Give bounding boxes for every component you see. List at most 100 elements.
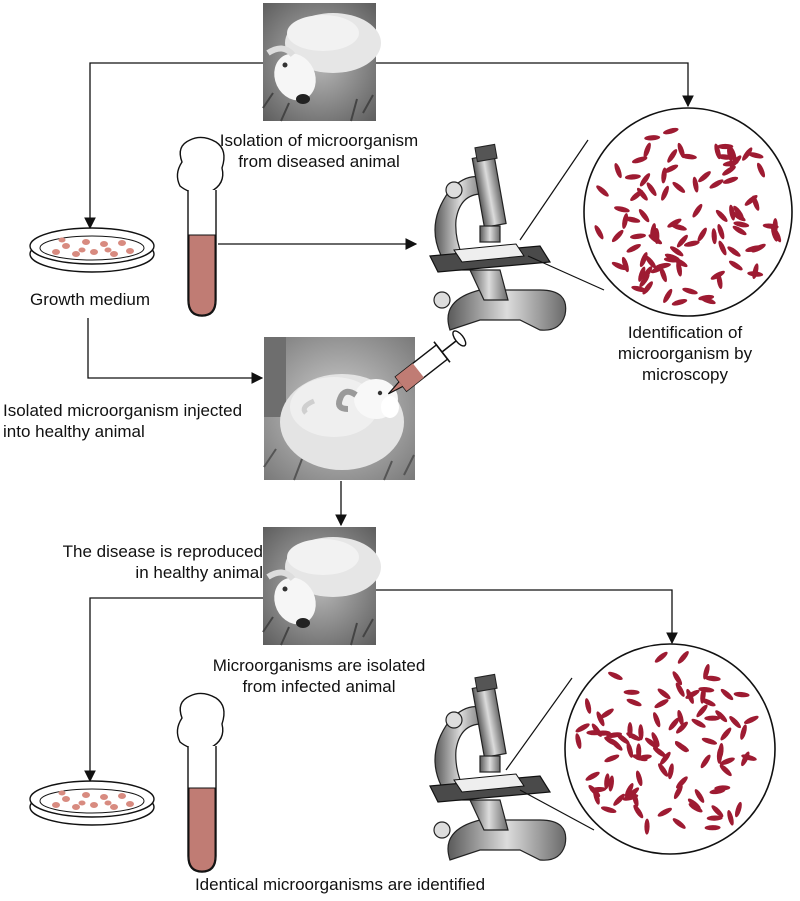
bacterium — [633, 804, 644, 819]
bacterium — [727, 246, 741, 257]
bacterium — [639, 273, 650, 288]
bacterium — [671, 298, 688, 306]
bacterium — [674, 740, 688, 753]
bacterium — [586, 730, 603, 736]
bacterium — [704, 675, 721, 682]
bacterium — [715, 710, 728, 723]
bacterium — [727, 810, 734, 826]
test-tube-bottom — [176, 692, 225, 873]
bacterium — [701, 737, 718, 745]
bacterium — [636, 187, 648, 201]
bacterium — [652, 746, 667, 758]
bacterium — [676, 234, 688, 248]
bacterium — [732, 225, 747, 236]
bacterium — [610, 738, 623, 751]
petri-dish-top — [29, 227, 155, 273]
bacterium — [682, 287, 698, 295]
bacterium — [676, 721, 688, 734]
bacterium — [663, 127, 679, 135]
bacterium — [694, 789, 705, 803]
bacterium — [672, 181, 686, 193]
bacterium — [614, 163, 622, 179]
bacterium — [729, 155, 742, 168]
bacterium — [664, 253, 680, 261]
diseased-sheep-photo-bottom — [262, 527, 381, 646]
bacterium — [720, 727, 732, 741]
label-identification: Identification of microorganism by micro… — [595, 322, 775, 385]
bacterium — [719, 764, 732, 777]
bacterium — [594, 225, 604, 240]
label-identification-line3: microscopy — [642, 365, 728, 384]
bacterium — [636, 743, 642, 760]
bacterium — [623, 689, 640, 695]
bacterium — [733, 691, 750, 698]
bacterium — [642, 281, 653, 295]
bacterium — [638, 266, 646, 282]
bacterium — [654, 699, 669, 709]
label-injected-line2: into healthy animal — [3, 422, 145, 441]
magnified-view-top — [583, 107, 793, 317]
label-growth-medium: Growth medium — [30, 290, 150, 309]
bacterium — [663, 164, 679, 174]
bacterium — [655, 262, 671, 269]
bacterium — [717, 224, 725, 240]
bacterium — [624, 782, 634, 798]
bacterium — [614, 206, 630, 213]
bacterium — [596, 711, 605, 727]
label-injected: Isolated microorganism injected into hea… — [3, 400, 263, 442]
test-tube-top — [176, 136, 225, 317]
bacterium — [698, 686, 715, 693]
bacterium — [733, 205, 744, 219]
bacterium — [667, 218, 682, 228]
bacterium — [743, 715, 759, 725]
bacterium — [661, 167, 667, 184]
bacterium — [644, 737, 659, 749]
label-isolation-line1: Isolation of microorganism — [219, 131, 419, 150]
bacterium — [741, 751, 750, 767]
bacterium — [703, 663, 710, 680]
bacterium — [632, 156, 648, 164]
bacterium — [626, 732, 641, 741]
label-injected-line1: Isolated microorganism injected — [3, 401, 243, 420]
bacterium — [646, 182, 657, 196]
label-reproduced-line2: in healthy animal — [135, 563, 263, 582]
label-identification-line2: microorganism by — [617, 344, 753, 363]
bacterium — [772, 218, 778, 235]
bacterium — [734, 801, 742, 818]
bacterium — [710, 270, 725, 280]
bacterium — [671, 223, 687, 231]
label-identical: Identical microorganisms are identified — [194, 875, 486, 894]
bacterium — [661, 185, 669, 201]
bacterium — [590, 786, 607, 793]
label-isolated-infected-line2: from infected animal — [242, 677, 396, 696]
label-identification-line1: Identification of — [627, 323, 743, 342]
bacterium — [668, 717, 680, 731]
bacterium — [621, 256, 629, 273]
bacterium — [716, 747, 723, 764]
bacterium — [720, 688, 734, 701]
bacterium — [659, 751, 671, 765]
bacterium — [575, 733, 582, 749]
bacterium — [717, 143, 734, 150]
bacterium — [756, 162, 766, 178]
bacterium — [719, 757, 735, 766]
bacterium — [731, 211, 746, 222]
arrow-infected-to-identification — [376, 589, 678, 645]
bacterium — [645, 255, 657, 269]
bacterium — [709, 788, 726, 795]
bacterium — [611, 229, 624, 243]
bacterium — [657, 807, 672, 817]
bacterium — [742, 147, 753, 161]
bacterium — [663, 288, 673, 303]
bacterium — [626, 742, 634, 758]
bacteria-cluster-bottom — [575, 651, 759, 835]
bacterium — [728, 260, 743, 271]
bacterium — [711, 805, 724, 818]
bacterium — [752, 263, 759, 280]
bacterium — [752, 195, 760, 211]
bacterium — [622, 794, 639, 801]
bacterium — [659, 267, 667, 283]
bacterium — [624, 174, 641, 180]
bacterium — [639, 173, 651, 187]
bacterium — [630, 233, 646, 240]
